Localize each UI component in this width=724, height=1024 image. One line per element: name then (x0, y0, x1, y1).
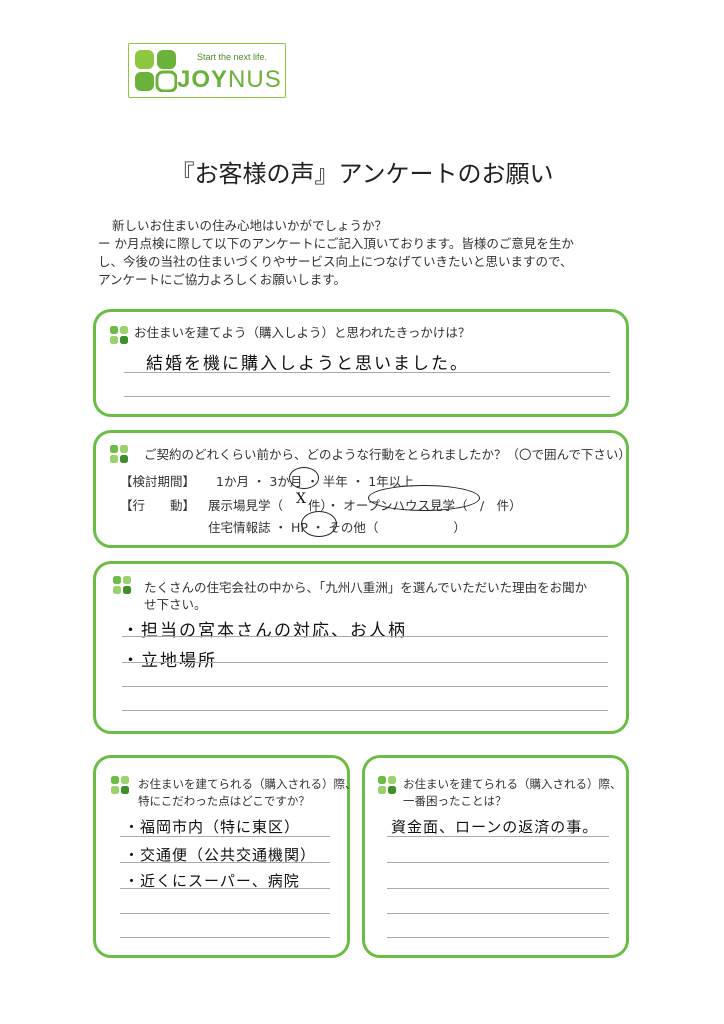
answer-text[interactable]: ・交通便（公共交通機関） (124, 846, 317, 864)
answer-line (124, 396, 610, 397)
question-box-difficulties: お住まいを建てられる（購入される）際、 一番困ったことは？ 資金面、ローンの返済… (362, 755, 629, 958)
question-text: たくさんの住宅会社の中から、「九州八重洲」を選んでいただいた理由をお聞か (144, 580, 588, 595)
question-text: お住まいを建てよう（購入しよう）と思われたきっかけは？ (134, 325, 471, 340)
selected-circle-mark (368, 485, 480, 511)
answer-line (120, 937, 330, 938)
answer-text[interactable]: ・近くにスーパー、病院 (124, 872, 300, 890)
intro-paragraph: 新しいお住まいの住み心地はいかがでしょうか？ ー か月点検に際して以下のアンケー… (98, 217, 658, 289)
answer-line (387, 836, 609, 837)
action-options-line2[interactable]: 住宅情報誌 ・ HP ・ その他（ ） (208, 520, 466, 535)
logo-wordmark-b: NUS (228, 66, 282, 93)
answer-line (387, 888, 609, 889)
question-box-motivation: お住まいを建てよう（購入しよう）と思われたきっかけは？ 結婚を機に購入しようと思… (93, 309, 629, 417)
answer-line (122, 710, 608, 711)
leaf-bullet-icon (110, 445, 128, 463)
intro-line: アンケートにご協力よろしくお願いします。 (98, 272, 347, 287)
answer-line (387, 937, 609, 938)
logo-leaf-icon (135, 50, 177, 92)
intro-line: ー か月点検に際して以下のアンケートにご記入頂いております。皆様のご意見を生か (98, 236, 574, 251)
question-text: お住まいを建てられる（購入される）際、 (138, 777, 357, 791)
leaf-bullet-icon (113, 576, 131, 594)
answer-text[interactable]: ・福岡市内（特に東区） (124, 818, 301, 836)
answer-line (120, 913, 330, 914)
question-text: 一番困ったことは？ (403, 794, 507, 808)
page-title: 『お客様の声』アンケートのお願い (170, 160, 554, 188)
answer-line (120, 888, 330, 889)
answer-text[interactable]: 資金面、ローンの返済の事。 (391, 818, 599, 836)
leaf-bullet-icon (110, 326, 128, 344)
logo-wordmark-a: JOY (177, 66, 229, 93)
question-text: お住まいを建てられる（購入される）際、 (403, 777, 622, 791)
selected-circle-mark (289, 467, 319, 489)
answer-line (122, 662, 608, 663)
question-text: ご契約のどれくらい前から、どのような行動をとられましたか？（〇で囲んで下さい） (144, 447, 631, 462)
answer-text[interactable]: ・立地場所 (122, 651, 217, 671)
period-label: 【検討期間】 (120, 474, 196, 489)
intro-line: 新しいお住まいの住み心地はいかがでしょうか？ (112, 218, 388, 233)
answer-line (387, 862, 609, 863)
logo-wordmark: JOYNUS (177, 66, 282, 94)
answer-text[interactable]: 結婚を機に購入しようと思いました。 (146, 354, 469, 374)
leaf-bullet-icon (111, 776, 129, 794)
answer-line (124, 372, 610, 373)
question-text: 特にこだわった点はどこですか？ (138, 794, 310, 808)
answer-text[interactable]: ・担当の宮本さんの対応、お人柄 (122, 621, 407, 641)
selected-circle-mark (301, 511, 337, 537)
handwritten-mark: X (296, 491, 308, 507)
question-box-priorities: お住まいを建てられる（購入される）際、 特にこだわった点はどこですか？ ・福岡市… (93, 755, 357, 958)
answer-line (122, 636, 608, 637)
answer-line (120, 862, 330, 863)
intro-line: し、今後の当社の住まいづくりやサービス向上につなげていきたいと思いますので、 (98, 254, 573, 269)
logo-tagline: Start the next life. (197, 52, 268, 62)
question-box-reason: たくさんの住宅会社の中から、「九州八重洲」を選んでいただいた理由をお聞か せ下さ… (93, 561, 629, 734)
question-text: せ下さい。 (144, 597, 207, 612)
answer-line (122, 686, 608, 687)
company-logo: Start the next life. JOYNUS (128, 43, 286, 98)
leaf-bullet-icon (378, 776, 396, 794)
answer-line (120, 836, 330, 837)
answer-line (387, 913, 609, 914)
question-box-activity: ご契約のどれくらい前から、どのような行動をとられましたか？（〇で囲んで下さい） … (93, 430, 631, 548)
action-label: 【行 動】 (120, 498, 196, 513)
